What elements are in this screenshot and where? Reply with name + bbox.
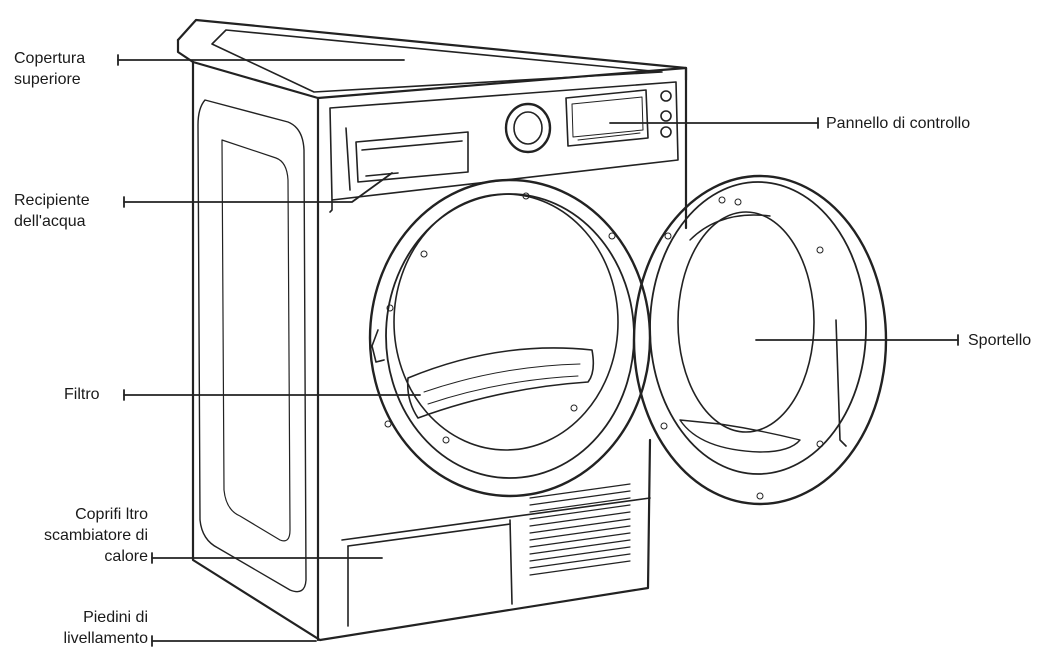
control-strip — [329, 81, 679, 213]
side-panel-relief — [197, 99, 307, 593]
top-cover-shape — [211, 29, 663, 93]
label-control-panel-line1: Pannello di controllo — [826, 115, 971, 132]
label-heat-exchanger-cover: Coprifi ltro scambiatore di calore — [6, 504, 148, 567]
label-heat-exchanger-line3: calore — [104, 548, 148, 565]
vent-grille — [529, 483, 631, 576]
label-filter-line1: Filtro — [64, 386, 100, 403]
label-water-container: Recipiente dell'acqua — [14, 190, 90, 232]
leader-lines — [117, 54, 959, 647]
label-door-line1: Sportello — [968, 332, 1032, 349]
label-water-container-line2: dell'acqua — [14, 213, 86, 230]
side-panel-inner — [221, 139, 291, 542]
label-heat-exchanger-line2: scambiatore di — [43, 527, 148, 544]
label-control-panel: Pannello di controllo — [826, 113, 970, 134]
leader-water-container — [123, 172, 393, 203]
lint-filter — [406, 347, 595, 419]
label-door: Sportello — [968, 330, 1031, 351]
label-water-container-line1: Recipiente — [14, 192, 90, 209]
label-heat-exchanger-line1: Coprifi ltro — [75, 506, 148, 523]
label-leveling-feet-line2: livellamento — [63, 630, 148, 647]
label-top-cover-line1: Copertura — [14, 50, 86, 67]
cabinet — [176, 18, 688, 642]
label-top-cover-line2: superiore — [14, 71, 81, 88]
label-filter: Filtro — [64, 384, 100, 405]
label-top-cover: Copertura superiore — [14, 48, 85, 90]
label-leveling-feet-line1: Piedini di — [83, 609, 148, 626]
bottom-panel — [341, 497, 651, 627]
door-opening — [368, 178, 652, 498]
label-leveling-feet: Piedini di livellamento — [6, 607, 148, 649]
